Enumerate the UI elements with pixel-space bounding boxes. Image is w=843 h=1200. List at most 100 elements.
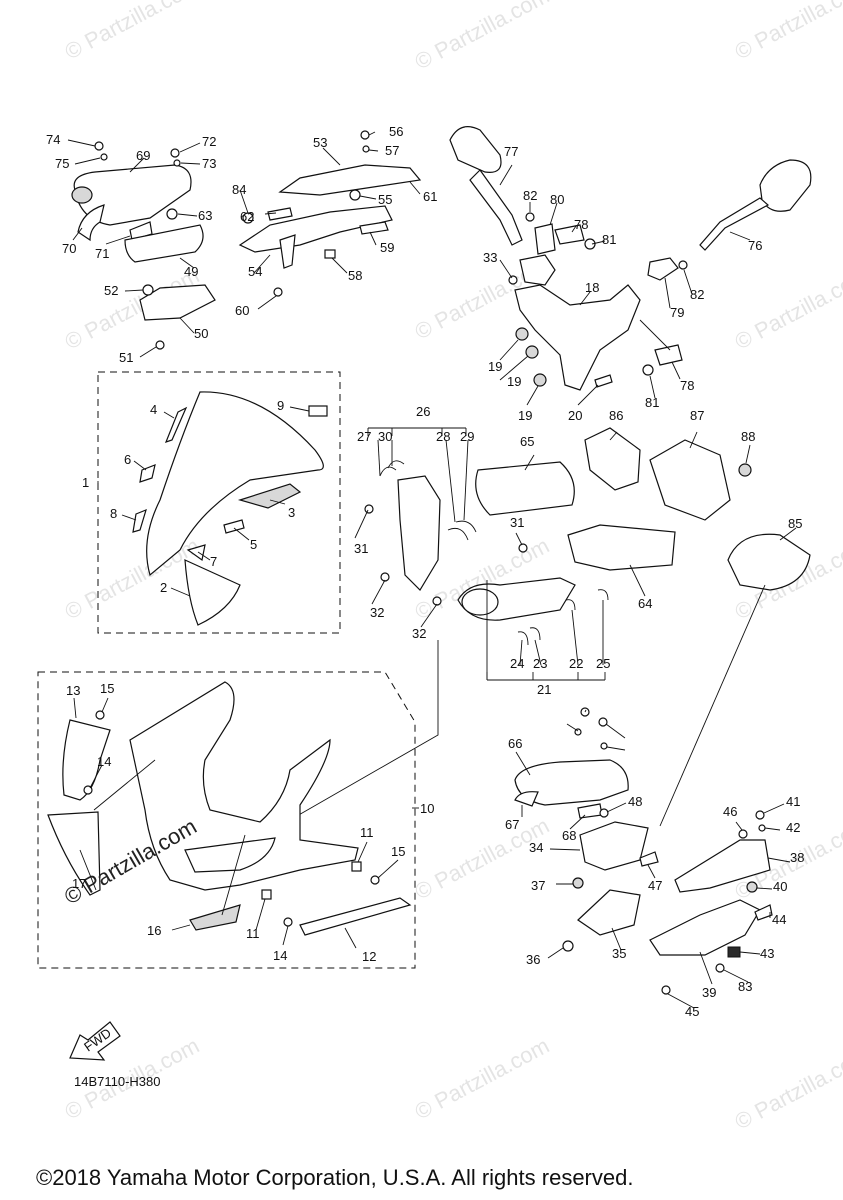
trim-6 xyxy=(139,464,156,483)
washer-73 xyxy=(173,159,181,167)
leader xyxy=(499,339,519,361)
callout-32: 32 xyxy=(370,605,384,620)
cowling-main xyxy=(129,681,359,891)
grommet-82b xyxy=(678,260,688,270)
callout-36: 36 xyxy=(526,952,540,967)
bracket-line-26 xyxy=(367,427,467,436)
clip-23 xyxy=(529,627,541,641)
callout-75: 75 xyxy=(55,156,69,171)
screw-32a xyxy=(380,572,390,582)
bolt-20 xyxy=(594,374,613,388)
leader xyxy=(282,925,289,946)
callout-33: 33 xyxy=(483,250,497,265)
inner-panel-group xyxy=(71,141,216,350)
callout-78: 78 xyxy=(574,217,588,232)
leader xyxy=(605,723,626,739)
leader xyxy=(253,254,271,274)
leader xyxy=(579,291,591,306)
leader xyxy=(255,898,266,931)
callout-41: 41 xyxy=(786,794,800,809)
bracket-54 xyxy=(238,205,393,253)
callout-13: 13 xyxy=(66,683,80,698)
leader xyxy=(779,527,797,541)
leader xyxy=(584,709,587,713)
leader xyxy=(124,289,144,292)
callout-71: 71 xyxy=(95,246,109,261)
intake-85 xyxy=(727,533,811,591)
screw-32b xyxy=(432,596,442,606)
cover-38 xyxy=(674,839,771,893)
leader xyxy=(121,514,137,521)
callout-4: 4 xyxy=(150,402,157,417)
leader xyxy=(763,803,785,814)
callout-22: 22 xyxy=(569,656,583,671)
panel-44 xyxy=(754,904,773,921)
mirror-76-arm xyxy=(699,197,770,251)
leader xyxy=(606,746,626,751)
washer-57 xyxy=(362,145,370,153)
callout-11: 11 xyxy=(360,825,374,840)
leader xyxy=(729,231,751,241)
callout-85: 85 xyxy=(788,516,802,531)
clip-28 xyxy=(447,527,469,541)
callout-6: 6 xyxy=(124,452,131,467)
callout-68: 68 xyxy=(562,828,576,843)
cowling-side-13 xyxy=(62,719,111,801)
leader xyxy=(606,802,627,813)
leader xyxy=(671,361,681,380)
leader xyxy=(683,269,693,295)
leader xyxy=(735,821,743,831)
fwd-arrow-icon xyxy=(69,1021,121,1061)
leader xyxy=(515,751,531,776)
leader xyxy=(767,857,791,863)
nut-37 xyxy=(572,877,584,889)
leader xyxy=(524,454,535,471)
callout-2: 2 xyxy=(160,580,167,595)
callout-11: 11 xyxy=(246,926,260,941)
callout-76: 76 xyxy=(748,238,762,253)
leader xyxy=(269,499,286,505)
watermark: © Partzilla.com xyxy=(731,263,843,355)
mirror-76-head xyxy=(759,159,812,212)
leader xyxy=(179,317,195,334)
clip-25 xyxy=(597,589,609,601)
callout-19: 19 xyxy=(488,359,502,374)
callout-12: 12 xyxy=(362,949,376,964)
screw-41 xyxy=(755,810,765,820)
callout-10: 10 xyxy=(420,801,434,816)
leader xyxy=(133,460,147,471)
clip-15b xyxy=(370,875,380,885)
leader xyxy=(756,887,773,890)
washer-75 xyxy=(100,153,108,161)
leader xyxy=(67,139,96,147)
leader xyxy=(764,827,781,831)
leader xyxy=(515,532,523,546)
grommet-58 xyxy=(324,249,336,259)
callout-59: 59 xyxy=(380,240,394,255)
callout-83: 83 xyxy=(738,979,752,994)
callout-81: 81 xyxy=(645,395,659,410)
clip-24 xyxy=(517,631,529,646)
callout-77: 77 xyxy=(504,144,518,159)
damper-19c xyxy=(533,373,547,387)
callout-43: 43 xyxy=(760,946,774,961)
callout-19: 19 xyxy=(518,408,532,423)
nut-40 xyxy=(746,881,758,893)
callout-67: 67 xyxy=(505,817,519,832)
leader xyxy=(264,212,277,215)
leader xyxy=(101,697,109,713)
callout-7: 7 xyxy=(210,554,217,569)
mirror-stay-group xyxy=(449,126,812,391)
air-duct-group xyxy=(289,427,811,827)
leader xyxy=(344,927,357,949)
callout-24: 24 xyxy=(510,656,524,671)
leader xyxy=(180,162,201,165)
callout-14: 14 xyxy=(97,754,111,769)
box-1 xyxy=(97,371,341,634)
plate-79 xyxy=(647,257,679,281)
callout-45: 45 xyxy=(685,1004,699,1019)
leader xyxy=(549,848,581,851)
callout-27: 27 xyxy=(357,429,371,444)
leader xyxy=(499,259,513,279)
meter-panel-group xyxy=(238,130,422,297)
